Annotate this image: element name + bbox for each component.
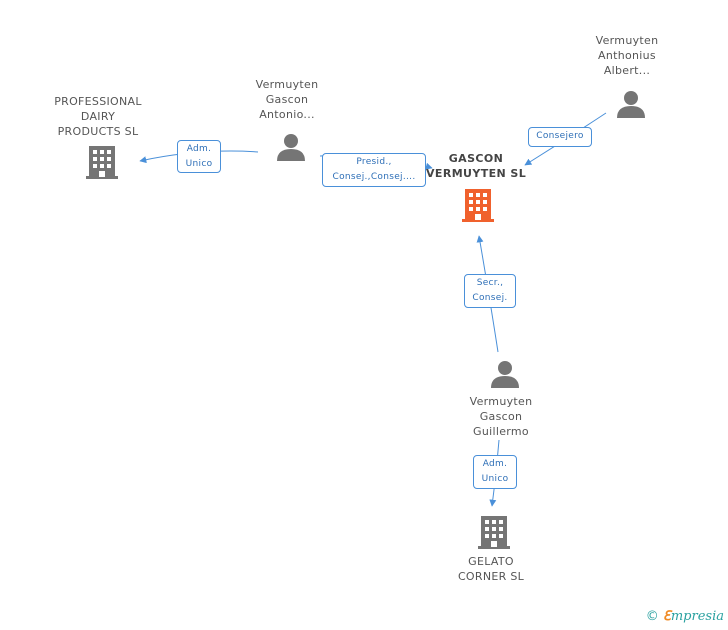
footer-credit: © ℇmpresia (646, 609, 724, 624)
copyright-symbol: © (645, 609, 659, 624)
node-line: Gascon (479, 410, 523, 423)
company-professional-dairy-products-label[interactable]: PROFESSIONAL DAIRY PRODUCTS SL (48, 94, 148, 139)
person-icon[interactable] (276, 133, 306, 161)
person-anthonius-label[interactable]: Vermuyten Anthonius Albert... (577, 33, 677, 78)
edge-label-line: Unico (185, 159, 213, 169)
edge-label-antonio-professional[interactable]: Adm. Unico (177, 140, 221, 173)
edge-label-guillermo-gelato[interactable]: Adm. Unico (473, 455, 517, 489)
company-gelato-corner-label[interactable]: GELATO CORNER SL (441, 554, 541, 584)
edge-label-line: Secr., (476, 278, 504, 288)
edge-label-anthonius-gascon[interactable]: Consejero (528, 127, 592, 147)
edge-label-line: Consej. (472, 293, 508, 303)
node-line: GELATO (468, 555, 514, 568)
edge-label-antonio-gascon[interactable]: Presid., Consej.,Consej.... (322, 153, 426, 187)
node-line: GASCON (448, 152, 504, 165)
edge-label-line: Adm. (186, 144, 212, 154)
edge-label-line: Unico (481, 474, 509, 484)
node-line: Vermuyten (595, 34, 659, 47)
node-line: PRODUCTS SL (57, 125, 139, 138)
node-line: Guillermo (473, 425, 529, 438)
node-line: VERMUYTEN SL (426, 167, 527, 180)
person-guillermo-label[interactable]: Vermuyten Gascon Guillermo (451, 394, 551, 439)
logo-text: mpresia (670, 609, 724, 624)
company-gascon-vermuyten-label[interactable]: GASCON VERMUYTEN SL (426, 151, 526, 181)
node-line: Vermuyten (255, 78, 319, 91)
node-line: Gascon (265, 93, 309, 106)
edge-label-line: Adm. (482, 459, 508, 469)
edge-label-line: Presid., (356, 157, 392, 167)
person-antonio-label[interactable]: Vermuyten Gascon Antonio... (237, 77, 337, 122)
edge-label-line: Consej.,Consej.... (332, 172, 416, 182)
node-line: Albert... (603, 64, 651, 77)
node-line: DAIRY (80, 110, 116, 123)
edge-label-guillermo-gascon[interactable]: Secr., Consej. (464, 274, 516, 308)
building-icon-highlighted[interactable] (462, 187, 494, 223)
node-line: Vermuyten (469, 395, 533, 408)
person-icon[interactable] (616, 90, 646, 118)
building-icon[interactable] (86, 144, 118, 180)
logo-initial: ℇ (662, 609, 671, 624)
edge-label-line: Consejero (536, 131, 584, 141)
node-line: Anthonius (598, 49, 656, 62)
empresia-logo[interactable]: ℇmpresia (663, 609, 724, 624)
building-icon[interactable] (478, 514, 510, 550)
node-line: CORNER SL (457, 570, 525, 583)
node-line: Antonio... (259, 108, 315, 121)
person-icon[interactable] (490, 360, 520, 388)
node-line: PROFESSIONAL (54, 95, 142, 108)
